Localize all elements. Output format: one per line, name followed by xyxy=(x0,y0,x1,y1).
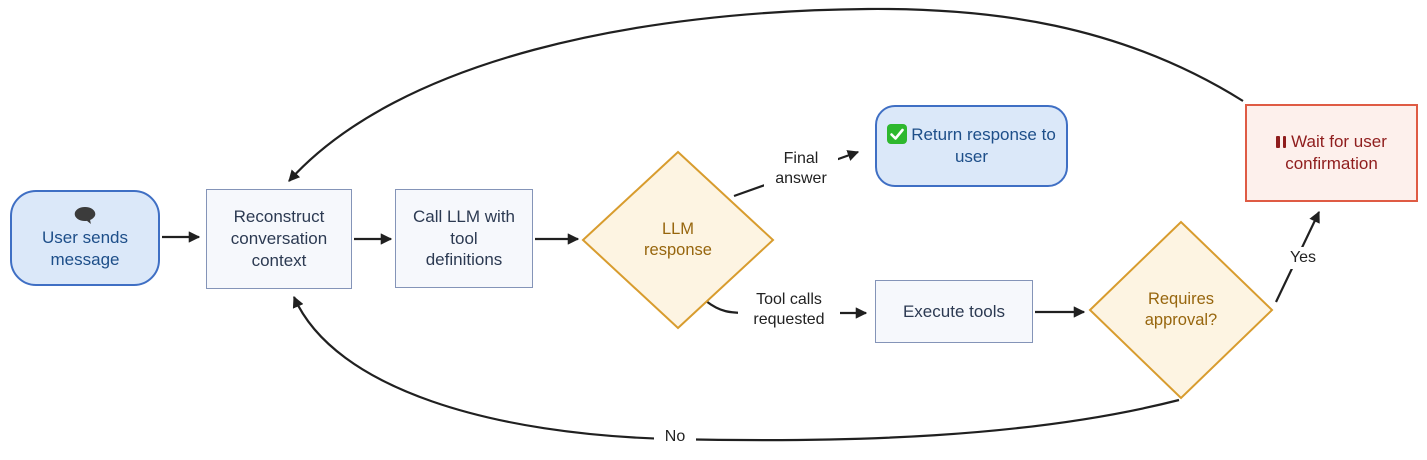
node-label: Requires approval? xyxy=(1144,289,1218,329)
edge-wait-to-reconstruct xyxy=(288,7,1244,182)
edge-approval-to-reconstruct-no xyxy=(292,295,1180,442)
node-label: LLM response xyxy=(644,219,712,259)
speech-bubble-icon xyxy=(74,206,97,227)
edge-label-no: No xyxy=(654,426,696,448)
check-mark-icon xyxy=(887,124,908,145)
edge-label-yes: Yes xyxy=(1283,247,1323,269)
node-label: Reconstruct conversation context xyxy=(230,207,328,270)
node-llm-response: LLM response xyxy=(618,210,738,270)
pause-icon xyxy=(1276,136,1287,149)
node-label: Wait for user confirmation xyxy=(1285,132,1387,173)
node-label: User sends message xyxy=(42,227,128,269)
edge-label-final-answer: Final answer xyxy=(764,148,838,190)
llm-response-diamond-shape xyxy=(581,150,775,330)
node-execute-tools: Execute tools xyxy=(875,280,1033,343)
requires-approval-diamond-shape xyxy=(1088,220,1274,400)
node-label: Return response to user xyxy=(911,125,1056,166)
node-call-llm: Call LLM with tool definitions xyxy=(395,189,533,288)
node-label: Call LLM with tool definitions xyxy=(412,206,516,270)
node-user-sends-message: User sends message xyxy=(10,190,160,286)
node-wait-confirmation: Wait for user confirmation xyxy=(1245,104,1418,202)
node-requires-approval: Requires approval? xyxy=(1121,282,1241,338)
edge-label-tool-calls-requested: Tool calls requested xyxy=(738,289,840,331)
node-label: Execute tools xyxy=(902,301,1006,321)
node-return-response: Return response to user xyxy=(875,105,1068,187)
node-reconstruct-context: Reconstruct conversation context xyxy=(206,189,352,289)
